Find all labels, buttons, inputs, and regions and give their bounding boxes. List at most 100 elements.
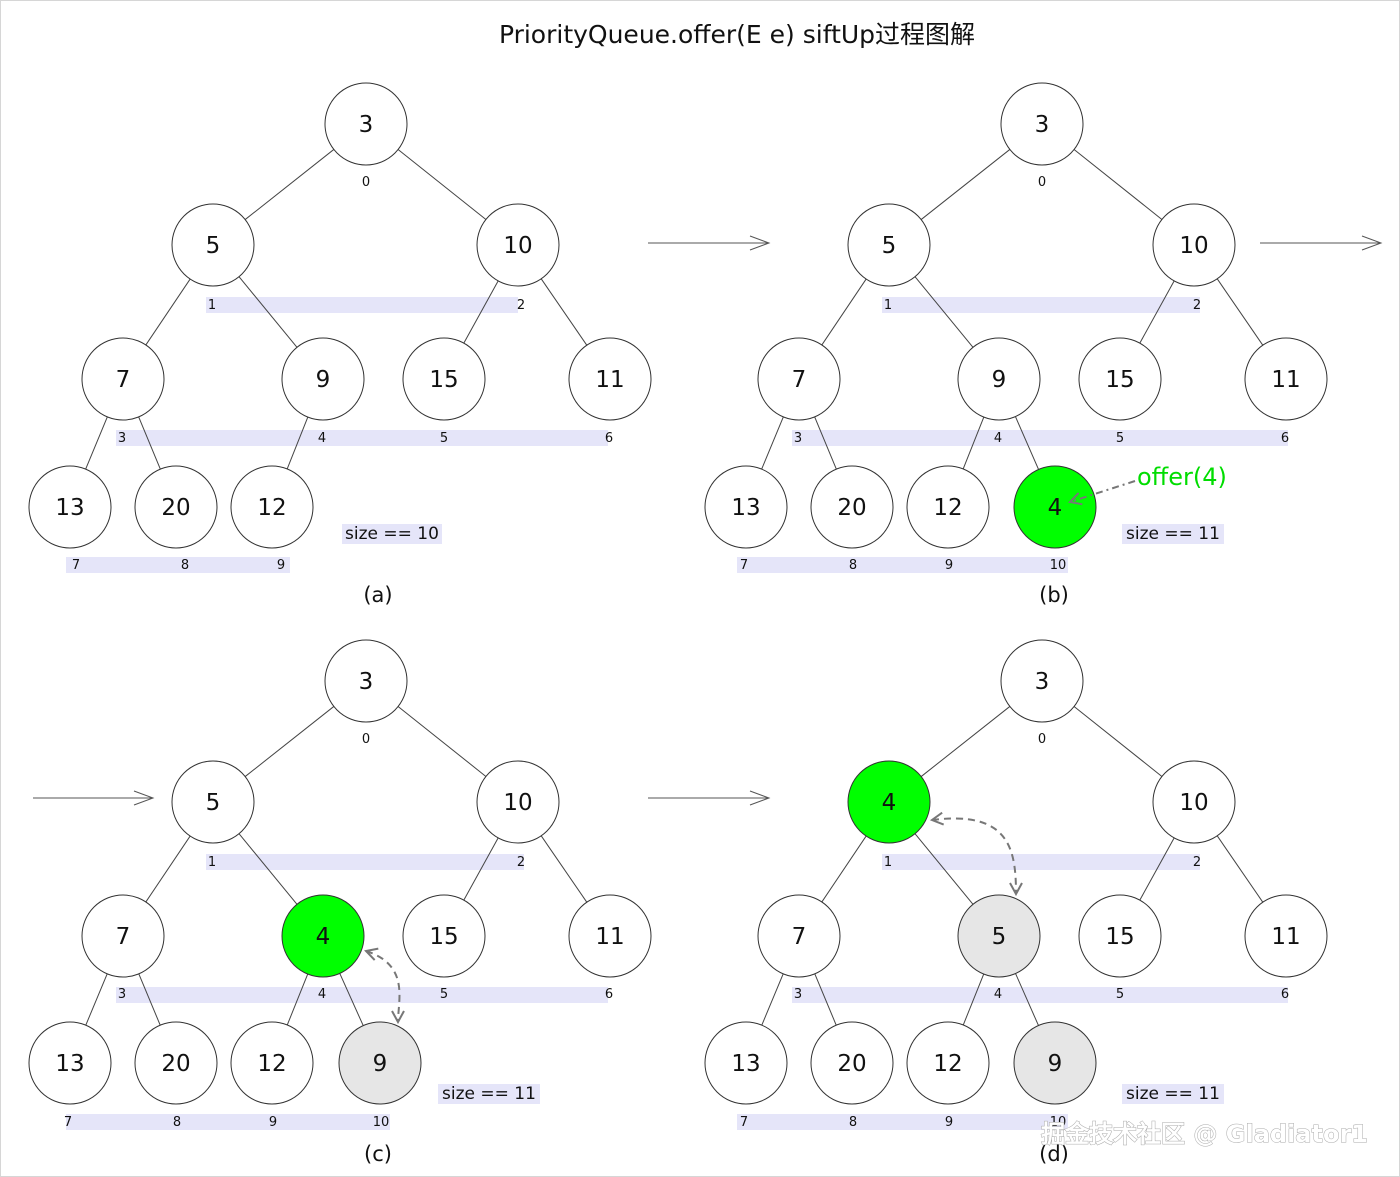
node-value: 5 bbox=[882, 233, 897, 259]
node-index: 9 bbox=[269, 1115, 277, 1130]
heap-node: 15 bbox=[402, 894, 486, 978]
index-band bbox=[66, 1114, 390, 1130]
heap-node: 15 bbox=[402, 337, 486, 421]
heap-node: 12 bbox=[906, 1021, 990, 1105]
shifted-node: 9 bbox=[1013, 1021, 1097, 1105]
tree-edge bbox=[821, 835, 867, 903]
size-label-bg bbox=[1122, 524, 1224, 544]
size-label: size == 11 bbox=[442, 1084, 536, 1104]
node-index: 6 bbox=[605, 987, 613, 1002]
tree-edge bbox=[821, 278, 867, 346]
heap-node: 15 bbox=[1078, 894, 1162, 978]
panel-caption: (b) bbox=[1039, 583, 1069, 607]
node-index: 2 bbox=[517, 298, 525, 313]
heap-node: 5 bbox=[171, 203, 255, 287]
node-value: 20 bbox=[837, 495, 866, 521]
node-index: 5 bbox=[1116, 431, 1124, 446]
size-label-bg bbox=[342, 524, 442, 544]
heap-node: 11 bbox=[1244, 337, 1328, 421]
heap-node: 12 bbox=[906, 465, 990, 549]
tree-edge bbox=[244, 706, 335, 777]
node-index: 10 bbox=[1050, 1115, 1067, 1130]
tree-edge bbox=[540, 835, 588, 903]
node-value: 5 bbox=[206, 233, 221, 259]
node-index: 3 bbox=[118, 987, 126, 1002]
node-index: 4 bbox=[318, 987, 326, 1002]
node-index: 7 bbox=[740, 558, 748, 573]
node-index: 0 bbox=[362, 732, 370, 747]
node-circle bbox=[134, 1021, 218, 1105]
node-value: 4 bbox=[882, 790, 897, 816]
node-circle bbox=[1000, 82, 1084, 166]
node-circle bbox=[230, 465, 314, 549]
offer-arrow bbox=[1068, 480, 1136, 506]
node-value: 10 bbox=[503, 233, 532, 259]
node-circle bbox=[402, 894, 486, 978]
shifted-node: 9 bbox=[338, 1021, 422, 1105]
index-band bbox=[206, 297, 518, 313]
tree-edge bbox=[397, 706, 487, 777]
node-index: 6 bbox=[605, 431, 613, 446]
heap-node: 10 bbox=[476, 760, 560, 844]
node-circle bbox=[171, 760, 255, 844]
heap-node: 7 bbox=[81, 337, 165, 421]
node-circle bbox=[847, 203, 931, 287]
heap-node: 9 bbox=[957, 337, 1041, 421]
node-circle bbox=[134, 465, 218, 549]
index-band bbox=[116, 430, 608, 446]
index-band bbox=[792, 987, 1288, 1003]
node-value: 11 bbox=[595, 367, 624, 393]
node-value: 3 bbox=[359, 669, 374, 695]
tree-edge bbox=[463, 280, 499, 344]
node-value: 4 bbox=[1048, 495, 1063, 521]
node-circle bbox=[810, 1021, 894, 1105]
node-index: 2 bbox=[1193, 855, 1201, 870]
tree-edge bbox=[145, 835, 191, 903]
node-circle bbox=[81, 337, 165, 421]
node-circle bbox=[1013, 1021, 1097, 1105]
tree-edge bbox=[814, 416, 837, 470]
swap-arrow bbox=[929, 811, 1023, 897]
heap-node: 3 bbox=[324, 639, 408, 723]
node-value: 3 bbox=[1035, 669, 1050, 695]
tree-edge bbox=[286, 973, 309, 1026]
index-band bbox=[737, 1114, 1068, 1130]
node-index: 8 bbox=[173, 1115, 181, 1130]
heap-node: 9 bbox=[281, 337, 365, 421]
node-index: 9 bbox=[945, 558, 953, 573]
node-circle bbox=[230, 1021, 314, 1105]
node-circle bbox=[171, 203, 255, 287]
node-value: 15 bbox=[429, 367, 458, 393]
node-index: 5 bbox=[440, 431, 448, 446]
heap-node: 3 bbox=[1000, 82, 1084, 166]
inserted-node: 4 bbox=[847, 760, 931, 844]
offer-label: offer(4) bbox=[1137, 463, 1227, 491]
node-value: 11 bbox=[595, 924, 624, 950]
node-value: 10 bbox=[503, 790, 532, 816]
heap-node: 7 bbox=[757, 894, 841, 978]
node-value: 10 bbox=[1179, 790, 1208, 816]
node-index: 8 bbox=[849, 1115, 857, 1130]
node-value: 9 bbox=[373, 1051, 388, 1077]
node-circle bbox=[402, 337, 486, 421]
tree-edge bbox=[814, 973, 837, 1026]
node-value: 9 bbox=[992, 367, 1007, 393]
node-circle bbox=[476, 203, 560, 287]
tree-edge bbox=[1015, 973, 1039, 1026]
node-value: 13 bbox=[731, 1051, 760, 1077]
node-index: 5 bbox=[440, 987, 448, 1002]
node-value: 12 bbox=[933, 1051, 962, 1077]
node-value: 12 bbox=[257, 495, 286, 521]
node-circle bbox=[847, 760, 931, 844]
node-index: 7 bbox=[740, 1115, 748, 1130]
heap-node: 11 bbox=[1244, 894, 1328, 978]
watermark: 掘金技术社区 @ Gladiator1 bbox=[1041, 1120, 1368, 1148]
node-index: 9 bbox=[277, 558, 285, 573]
node-index: 8 bbox=[849, 558, 857, 573]
tree-edge bbox=[286, 416, 309, 470]
node-circle bbox=[1000, 639, 1084, 723]
heap-node: 13 bbox=[704, 1021, 788, 1105]
node-value: 3 bbox=[359, 112, 374, 138]
node-value: 11 bbox=[1271, 367, 1300, 393]
